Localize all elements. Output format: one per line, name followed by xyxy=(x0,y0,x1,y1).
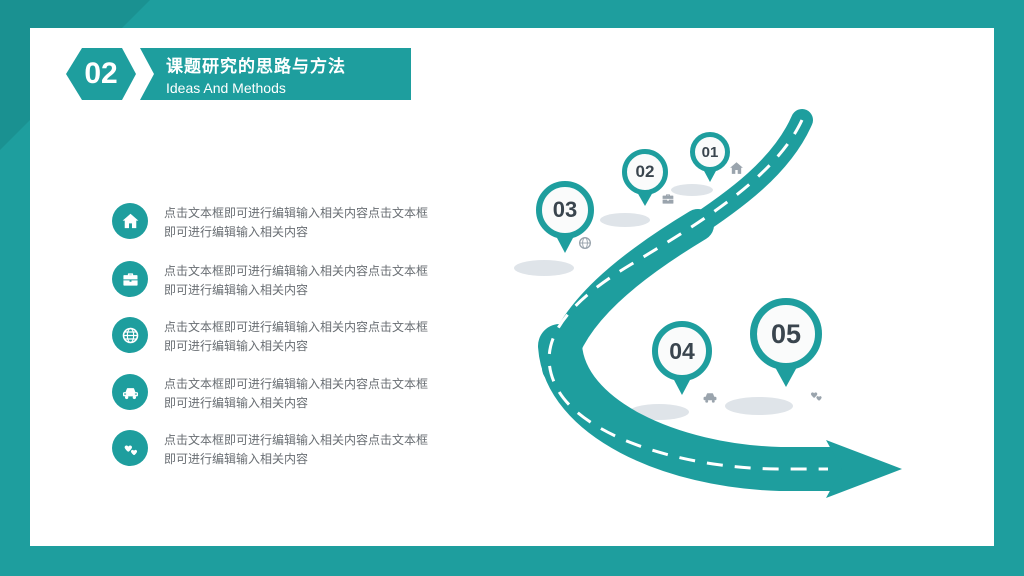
pin-circle: 01 xyxy=(690,132,730,172)
list-item: 点击文本框即可进行编辑输入相关内容点击文本框 即可进行编辑输入相关内容 xyxy=(112,316,484,356)
list-item: 点击文本框即可进行编辑输入相关内容点击文本框 即可进行编辑输入相关内容 xyxy=(112,260,484,300)
pin-label: 02 xyxy=(635,162,655,181)
pin-label: 04 xyxy=(669,337,695,364)
pin-tail xyxy=(637,192,653,206)
map-pin-05: 05 xyxy=(750,298,822,387)
road-center-line xyxy=(547,119,828,471)
list-item: 点击文本框即可进行编辑输入相关内容点击文本框 即可进行编辑输入相关内容 xyxy=(112,429,484,469)
list-item-text: 点击文本框即可进行编辑输入相关内容点击文本框 即可进行编辑输入相关内容 xyxy=(164,429,428,469)
list-item-line1: 点击文本框即可进行编辑输入相关内容点击文本框 xyxy=(164,320,429,334)
list-item-text: 点击文本框即可进行编辑输入相关内容点击文本框 即可进行编辑输入相关内容 xyxy=(164,316,428,356)
pin-label: 05 xyxy=(770,318,802,349)
car-icon xyxy=(701,388,719,406)
list-item-line2: 即可进行编辑输入相关内容 xyxy=(164,452,309,467)
pin-circle: 05 xyxy=(750,298,822,370)
briefcase-icon xyxy=(660,191,676,207)
pin-tail xyxy=(775,367,797,387)
list-item-line2: 即可进行编辑输入相关内容 xyxy=(164,339,309,354)
list-item-line2: 即可进行编辑输入相关内容 xyxy=(164,225,309,240)
home-icon xyxy=(112,203,148,239)
list-item-line2: 即可进行编辑输入相关内容 xyxy=(164,396,309,411)
list-item: 点击文本框即可进行编辑输入相关内容点击文本框 即可进行编辑输入相关内容 xyxy=(112,202,484,242)
pin-circle: 02 xyxy=(622,149,668,195)
map-pin-01: 01 xyxy=(690,132,730,182)
briefcase-icon xyxy=(112,261,148,297)
hearts-icon xyxy=(807,386,825,404)
road-arrow-icon xyxy=(826,440,902,498)
pin-tail xyxy=(703,169,717,182)
list-item-text: 点击文本框即可进行编辑输入相关内容点击文本框 即可进行编辑输入相关内容 xyxy=(164,202,428,242)
list-item-line1: 点击文本框即可进行编辑输入相关内容点击文本框 xyxy=(164,433,429,447)
pin-label: 01 xyxy=(701,143,719,161)
section-subtitle: Ideas And Methods xyxy=(166,80,286,96)
list-item-text: 点击文本框即可进行编辑输入相关内容点击文本框 即可进行编辑输入相关内容 xyxy=(164,373,428,413)
globe-icon xyxy=(112,317,148,353)
list-item-line1: 点击文本框即可进行编辑输入相关内容点击文本框 xyxy=(164,264,429,278)
section-title: 课题研究的思路与方法 xyxy=(166,57,346,76)
map-pin-03: 03 xyxy=(536,181,594,253)
car-icon xyxy=(112,374,148,410)
pin-tail xyxy=(556,236,574,253)
list-item-text: 点击文本框即可进行编辑输入相关内容点击文本框 即可进行编辑输入相关内容 xyxy=(164,260,428,300)
slide: 02 课题研究的思路与方法 Ideas And Methods 点击文本框即可进… xyxy=(30,28,994,546)
pin-label: 03 xyxy=(552,197,578,222)
list-item-line1: 点击文本框即可进行编辑输入相关内容点击文本框 xyxy=(164,206,429,220)
section-title-block: 课题研究的思路与方法 Ideas And Methods xyxy=(140,48,411,100)
map-pin-04: 04 xyxy=(652,321,712,395)
map-pin-02: 02 xyxy=(622,149,668,206)
pin-circle: 04 xyxy=(652,321,712,381)
hearts-icon xyxy=(112,430,148,466)
home-icon xyxy=(728,160,745,177)
globe-icon xyxy=(577,235,593,251)
pin-tail xyxy=(673,378,691,395)
pin-circle: 03 xyxy=(536,181,594,239)
list-item-line2: 即可进行编辑输入相关内容 xyxy=(164,283,309,298)
section-header: 02 课题研究的思路与方法 Ideas And Methods xyxy=(66,48,411,100)
section-number-badge: 02 xyxy=(66,48,136,100)
list-item: 点击文本框即可进行编辑输入相关内容点击文本框 即可进行编辑输入相关内容 xyxy=(112,373,484,413)
list-item-line1: 点击文本框即可进行编辑输入相关内容点击文本框 xyxy=(164,377,429,391)
